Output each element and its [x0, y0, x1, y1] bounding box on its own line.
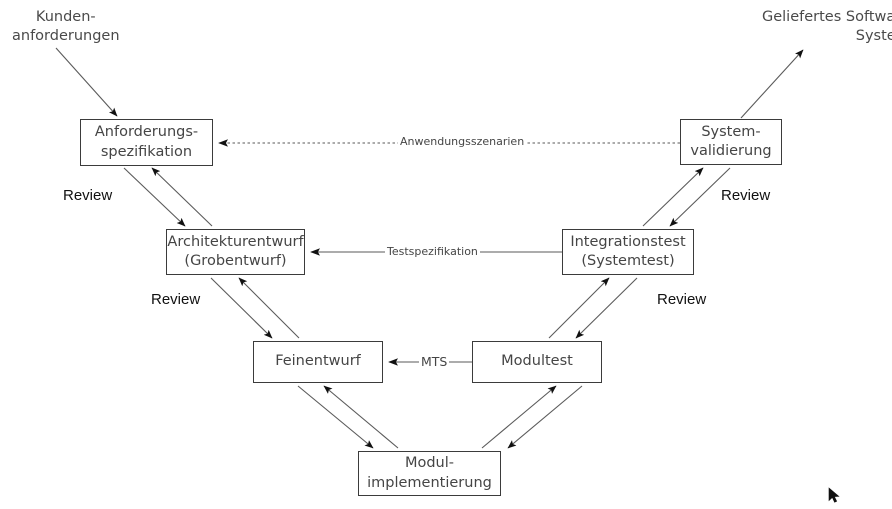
mouse-pointer-icon	[828, 487, 840, 503]
arrow-kundenanforderungen-to-anforderungsspezifikation	[55, 47, 118, 117]
arrow-feinentwurf-to-modulimplementierung	[297, 385, 374, 449]
arrow-modultest-to-modulimplementierung	[507, 385, 583, 449]
label-geliefertes-software-system: Geliefertes Software System	[762, 8, 892, 46]
label-testspezifikation: Testspezifikation	[385, 245, 480, 258]
label-line: System	[855, 28, 892, 45]
node-label-line: System-	[701, 123, 761, 140]
node-integrationstest[interactable]: Integrationstest (Systemtest)	[562, 229, 694, 275]
arrow-modulimplementierung-to-modultest	[481, 385, 557, 449]
arrow-integrationstest-to-modultest	[575, 277, 638, 339]
arrow-systemvalidierung-to-integrationstest	[669, 167, 731, 227]
arrow-integrationstest-to-systemvalidierung	[642, 167, 704, 227]
node-label-line: Feinentwurf	[275, 353, 361, 370]
node-label-line: implementierung	[367, 474, 492, 491]
arrow-architekturentwurf-to-anforderungsspezifikation	[151, 167, 213, 227]
node-feinentwurf[interactable]: Feinentwurf	[253, 341, 383, 383]
label-anwendungsszenarien: Anwendungsszenarien	[398, 135, 527, 148]
label-review-right-top: Review	[721, 187, 771, 204]
label-review-right-bottom: Review	[657, 291, 707, 308]
arrow-modulimplementierung-to-feinentwurf	[323, 385, 399, 449]
label-line: Kunden-	[35, 9, 96, 25]
label-kundenanforderungen: Kunden- anforderungen	[12, 8, 120, 46]
arrow-systemvalidierung-to-geliefertes-system	[740, 49, 804, 119]
arrow-architekturentwurf-to-feinentwurf	[210, 277, 273, 339]
label-line: anforderungen	[12, 28, 120, 45]
node-label-line: (Grobentwurf)	[184, 253, 287, 269]
node-label-line: Architekturentwurf	[167, 233, 304, 250]
node-label-line: (Systemtest)	[581, 253, 675, 269]
arrow-modultest-to-integrationstest	[548, 277, 610, 339]
node-modulimplementierung[interactable]: Modul- implementierung	[358, 451, 501, 496]
node-anforderungsspezifikation[interactable]: Anforderungs- spezifikation	[80, 119, 213, 166]
node-label-line: Anforderungs-	[94, 124, 199, 141]
arrow-anforderungsspezifikation-to-architekturentwurf	[123, 167, 186, 227]
label-review-left-top: Review	[63, 187, 113, 204]
node-label-line: validierung	[690, 143, 772, 159]
node-systemvalidierung[interactable]: System- validierung	[680, 119, 782, 165]
label-mts: MTS	[419, 354, 450, 369]
node-label-line: spezifikation	[100, 143, 193, 160]
node-label-line: Modultest	[501, 353, 573, 370]
node-architekturentwurf[interactable]: Architekturentwurf (Grobentwurf)	[166, 229, 305, 275]
node-modultest[interactable]: Modultest	[472, 341, 602, 383]
label-review-left-bottom: Review	[151, 291, 201, 308]
arrow-feinentwurf-to-architekturentwurf	[238, 277, 300, 339]
node-label-line: Integrationstest	[570, 233, 686, 250]
node-label-line: Modul-	[404, 455, 455, 472]
label-line: Geliefertes Software	[762, 9, 892, 25]
